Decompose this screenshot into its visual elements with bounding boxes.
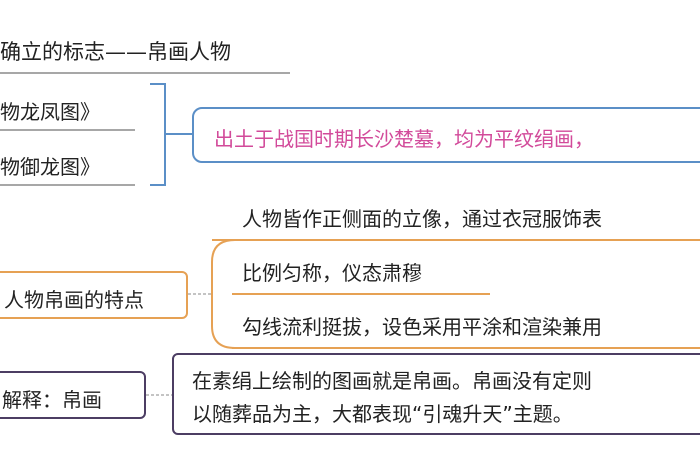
feature-item-proportion: 比例匀称，仪态肃穆 [242,261,422,285]
definition-text-box: 在素绢上绘制的图画就是帛画。帛画没有定则 以随葬品为主，大都表现“引魂升天”主题… [172,353,700,435]
feature-item-posture: 人物皆作正侧面的立像，通过衣冠服饰表 [242,207,602,231]
definition-line1: 在素绢上绘制的图画就是帛画。帛画没有定则 [192,369,592,393]
topic-title: 确立的标志——帛画人物 [0,40,231,64]
orange-bracket [211,239,236,349]
definition-line2: 以随葬品为主，大都表现“引魂升天”主题。 [192,402,573,426]
feature-item-lines: 勾线流利挺拔，设色采用平涂和渲染兼用 [242,315,602,339]
features-label: 人物帛画的特点 [4,288,144,312]
painting-item-dragon-phoenix: 物龙凤图》 [0,100,100,124]
definition-label: 解释：帛画 [2,388,102,412]
features-label-box: 人物帛画的特点 [0,271,188,319]
painting-item-riding-dragon: 物御龙图》 [0,155,100,179]
definition-label-box: 解释：帛画 [0,371,146,419]
excavation-note-box: 出土于战国时期长沙楚墓，均为平纹绢画， [192,107,700,163]
blue-bracket [150,83,166,186]
excavation-note-text: 出土于战国时期长沙楚墓，均为平纹绢画， [214,127,594,151]
